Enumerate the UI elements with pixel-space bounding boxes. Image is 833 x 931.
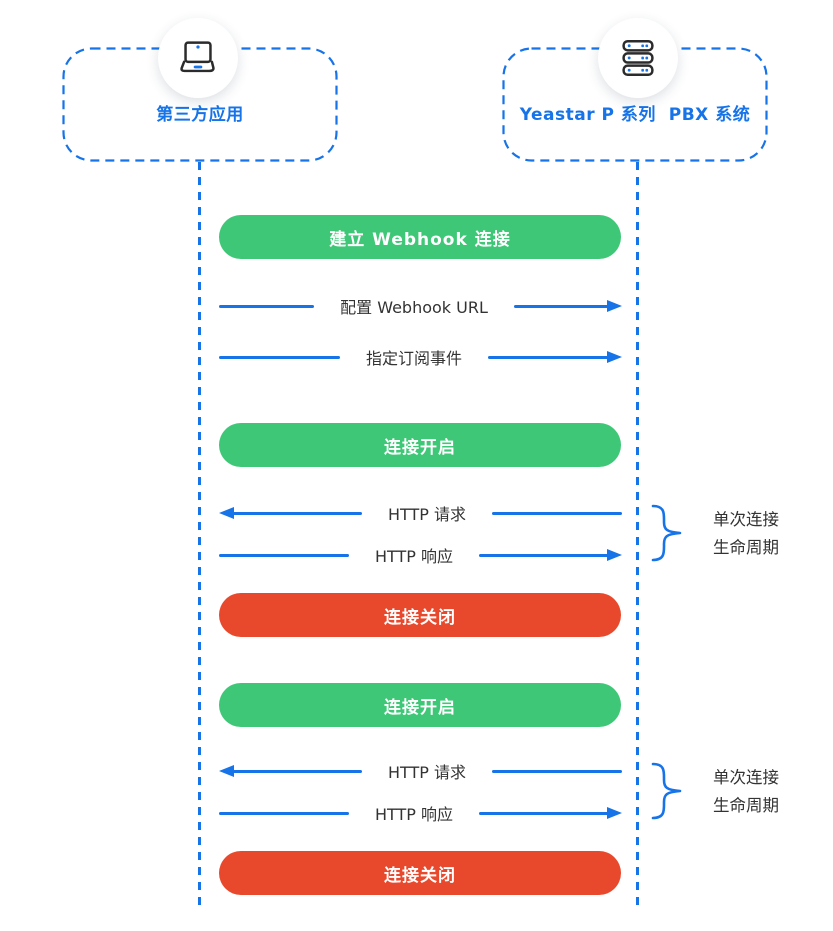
arrow-http-response-2: HTTP 响应 <box>219 805 623 824</box>
arrowhead-left-icon <box>219 507 234 519</box>
arrowhead-right-icon <box>607 549 623 561</box>
arrow-label: HTTP 请求 <box>387 763 467 782</box>
annotation-line: 单次连接 <box>713 510 779 529</box>
arrowhead-right-icon <box>607 807 623 819</box>
arrow-line <box>219 304 315 308</box>
arrowhead-left-icon <box>219 765 234 777</box>
arrow-line <box>232 769 362 773</box>
annotation-line: 生命周期 <box>713 796 779 815</box>
lifeline-third-party <box>198 162 201 905</box>
arrow-configure-webhook-url: 配置 Webhook URL <box>219 298 623 317</box>
arrow-line <box>219 355 340 359</box>
annotation-lifecycle-1: 单次连接 生命周期 <box>694 506 798 562</box>
arrow-line <box>492 511 623 515</box>
arrow-http-request-2: HTTP 请求 <box>219 763 623 782</box>
actor-label-third-party: 第三方应用 <box>156 105 244 125</box>
lifeline-pbx <box>636 162 639 905</box>
pill-connection-close-2: 连接关闭 <box>219 851 621 895</box>
actor-label-pbx: Yeastar P 系列 PBX 系统 <box>519 105 751 125</box>
pill-connection-open-2: 连接开启 <box>219 683 621 727</box>
arrow-http-response-1: HTTP 响应 <box>219 547 623 566</box>
curly-brace-icon <box>651 504 682 562</box>
annotation-lifecycle-2: 单次连接 生命周期 <box>694 764 798 820</box>
server-icon <box>598 18 678 98</box>
dashed-border <box>502 47 768 162</box>
arrow-label: 配置 Webhook URL <box>340 298 488 317</box>
arrow-line <box>232 511 362 515</box>
arrow-line <box>219 811 349 815</box>
pill-connection-open-1: 连接开启 <box>219 423 621 467</box>
arrow-label: 指定订阅事件 <box>366 349 463 368</box>
arrow-line <box>488 355 610 359</box>
pill-establish-webhook: 建立 Webhook 连接 <box>219 215 621 259</box>
arrow-line <box>492 769 623 773</box>
arrow-http-request-1: HTTP 请求 <box>219 505 623 524</box>
arrowhead-right-icon <box>607 351 623 363</box>
arrow-line <box>219 553 349 557</box>
arrow-line <box>479 811 610 815</box>
annotation-line: 生命周期 <box>713 538 779 557</box>
laptop-icon <box>158 18 238 98</box>
annotation-line: 单次连接 <box>713 768 779 787</box>
arrow-label: HTTP 请求 <box>387 505 467 524</box>
arrowhead-right-icon <box>607 300 623 312</box>
arrow-label: HTTP 响应 <box>374 547 454 566</box>
arrow-subscribe-events: 指定订阅事件 <box>219 349 623 368</box>
actor-box-pbx: Yeastar P 系列 PBX 系统 <box>502 47 768 162</box>
arrow-line <box>513 304 610 308</box>
arrow-line <box>479 553 610 557</box>
curly-brace-icon <box>651 762 682 820</box>
arrow-label: HTTP 响应 <box>374 805 454 824</box>
pill-connection-close-1: 连接关闭 <box>219 593 621 637</box>
